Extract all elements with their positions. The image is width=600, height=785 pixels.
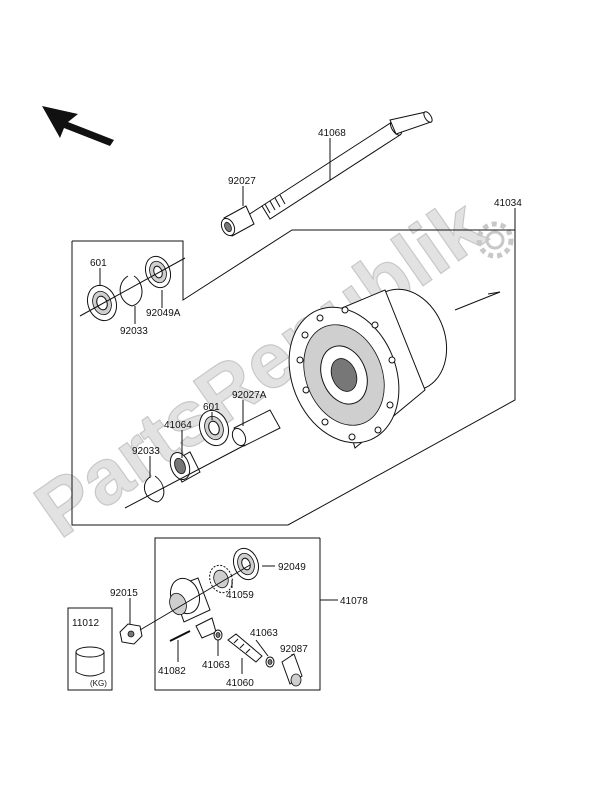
gearbox-group-outline bbox=[154, 537, 321, 691]
label-92027: 92027 bbox=[228, 176, 256, 187]
label-92087: 92087 bbox=[280, 644, 308, 655]
spacer-92027A bbox=[231, 409, 281, 447]
pin-41082 bbox=[169, 630, 191, 642]
label-92033-mid: 92033 bbox=[132, 446, 160, 457]
label-41034: 41034 bbox=[494, 198, 522, 209]
bushing-92087 bbox=[281, 653, 303, 687]
axis-line-mid bbox=[124, 444, 246, 509]
label-41063-left: 41063 bbox=[202, 660, 230, 671]
circlip-92033-mid bbox=[143, 475, 165, 503]
label-41078: 41078 bbox=[340, 596, 368, 607]
spacer-92027 bbox=[220, 205, 255, 237]
leader-lines bbox=[99, 138, 516, 674]
label-92027A: 92027A bbox=[232, 390, 267, 401]
label-kg-note: (KG) bbox=[90, 679, 107, 688]
pinion-41060 bbox=[227, 633, 263, 663]
bearing-601-top bbox=[86, 284, 118, 322]
hub-axis-line bbox=[454, 291, 501, 311]
label-92033-top: 92033 bbox=[120, 326, 148, 337]
seal-92049A bbox=[144, 255, 172, 289]
washer-41063-right bbox=[265, 656, 275, 668]
label-601-top: 601 bbox=[90, 258, 107, 269]
bearing-601-mid bbox=[198, 409, 230, 447]
label-41082: 41082 bbox=[158, 666, 186, 677]
label-92049: 92049 bbox=[278, 562, 306, 573]
circlip-92033-top bbox=[119, 275, 143, 307]
label-41059: 41059 bbox=[226, 590, 254, 601]
axis-line-gearbox bbox=[139, 564, 251, 631]
label-11012: 11012 bbox=[72, 618, 100, 629]
label-601-mid: 601 bbox=[203, 402, 220, 413]
axis-line-top bbox=[79, 257, 186, 317]
label-41060: 41060 bbox=[226, 678, 254, 689]
washer-41063-left bbox=[213, 629, 223, 641]
gear-housing-41078 bbox=[169, 577, 217, 639]
label-41063-right: 41063 bbox=[250, 628, 278, 639]
collar-41064 bbox=[169, 451, 201, 483]
seal-92049 bbox=[232, 547, 260, 581]
hub-axis-tick bbox=[487, 291, 501, 295]
axle-41068 bbox=[224, 111, 433, 231]
label-92015: 92015 bbox=[110, 588, 138, 599]
wheel-hub-41034 bbox=[288, 288, 448, 449]
label-41068: 41068 bbox=[318, 128, 346, 139]
label-41064: 41064 bbox=[164, 420, 192, 431]
nut-92015 bbox=[119, 623, 143, 645]
front-direction-arrow-icon bbox=[42, 106, 114, 146]
gear-logo-icon bbox=[476, 221, 514, 259]
cap-11012-inset bbox=[67, 607, 113, 691]
label-92049A: 92049A bbox=[146, 308, 181, 319]
